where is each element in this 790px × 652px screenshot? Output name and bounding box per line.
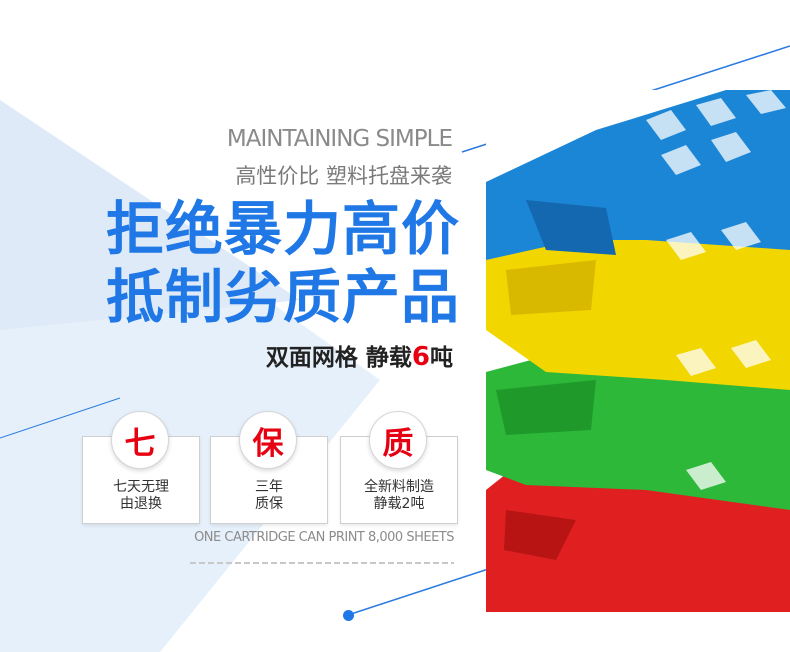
feature-card-return: 七 七天无理 由退换 [82, 411, 200, 524]
subhead-text: 双面网格 静载 [265, 345, 412, 371]
subhead-highlight: 6 [411, 342, 430, 372]
card-line-1: 七天无理 [113, 479, 169, 495]
english-heading: MAINTAINING SIMPLE [226, 126, 453, 152]
feature-card-quality: 质 全新料制造 静载2吨 [340, 411, 458, 524]
card-badge-quality: 质 [369, 411, 427, 469]
card-line-2: 静载2吨 [373, 496, 425, 512]
card-text: 七天无理 由退换 [83, 479, 199, 513]
card-badge-warranty: 保 [239, 411, 297, 469]
card-text: 全新料制造 静载2吨 [341, 479, 457, 513]
light-blue-triangle-top [0, 100, 300, 330]
chinese-subheading: 高性价比 塑料托盘来袭 [235, 164, 452, 188]
card-badge-seven: 七 [111, 411, 169, 469]
fine-print-decoration [190, 562, 454, 564]
card-line-2: 质保 [255, 496, 283, 512]
card-text: 三年 质保 [211, 479, 327, 513]
english-tagline: ONE CARTRIDGE CAN PRINT 8,000 SHEETS [194, 530, 454, 545]
headline-line-2: 抵制劣质产品 [105, 263, 460, 331]
pallet-grid-holes [646, 90, 786, 490]
card-line-1: 三年 [255, 479, 283, 495]
headline-line-1: 拒绝暴力高价 [105, 195, 460, 263]
card-line-1: 全新料制造 [364, 479, 434, 495]
subhead-suffix: 吨 [430, 345, 453, 371]
feature-card-warranty: 保 三年 质保 [210, 411, 328, 524]
feature-subhead: 双面网格 静载6吨 [180, 338, 453, 372]
pallet-stack-image [486, 90, 790, 612]
card-line-2: 由退换 [120, 496, 162, 512]
blue-dot-decoration [343, 610, 354, 621]
diagonal-line-left [0, 397, 121, 439]
